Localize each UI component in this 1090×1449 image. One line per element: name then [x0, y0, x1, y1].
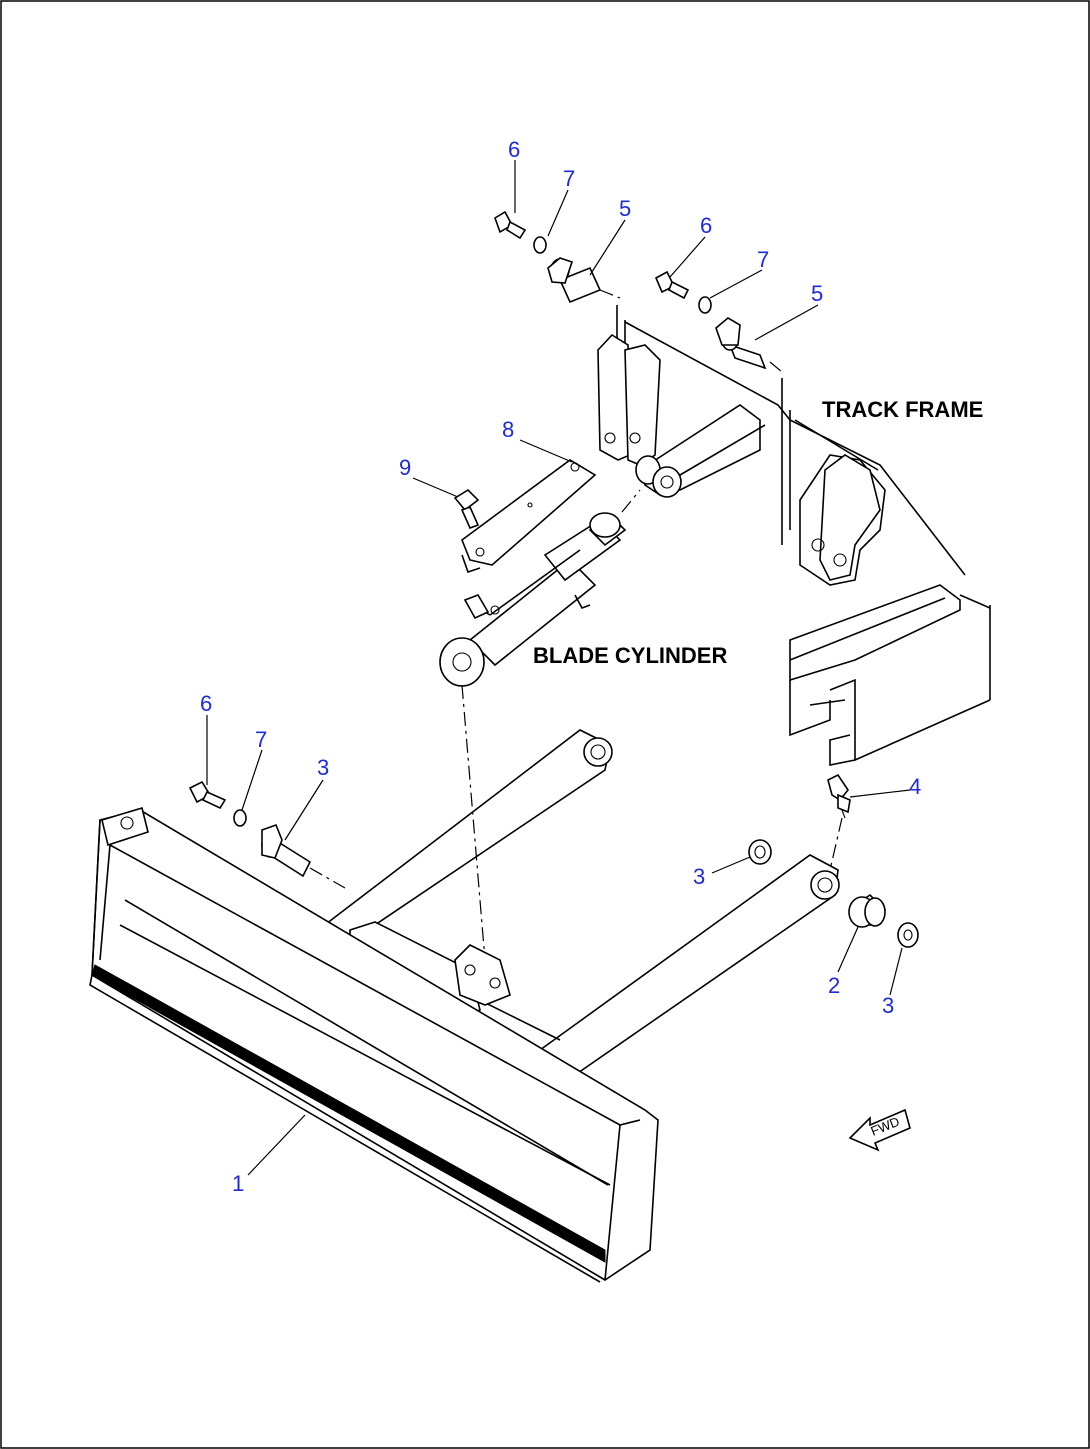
callout-7: 7 — [255, 727, 267, 752]
callout-6: 6 — [200, 691, 212, 716]
blade-cylinder — [439, 459, 627, 687]
pin-5-upper-right — [715, 317, 767, 370]
callout-4: 4 — [909, 774, 921, 799]
washer-7-upper-left — [533, 236, 547, 254]
callout-1: 1 — [232, 1171, 244, 1196]
pin-5-upper — [547, 257, 602, 304]
callout-2: 2 — [828, 973, 840, 998]
callout-3: 3 — [317, 755, 329, 780]
callout-8: 8 — [502, 417, 514, 442]
pin-3-left — [261, 823, 312, 878]
bolt-6-upper-left — [494, 210, 527, 240]
bushing-2 — [848, 893, 887, 928]
callout-7: 7 — [757, 247, 769, 272]
callout-9: 9 — [399, 455, 411, 480]
bolt-6-upper-right — [654, 270, 690, 300]
callout-6: 6 — [508, 137, 520, 162]
callout-3: 3 — [882, 993, 894, 1018]
washer-7-left — [233, 809, 247, 827]
callout-5: 5 — [811, 281, 823, 306]
track-frame — [597, 305, 991, 766]
seal-3-upper — [748, 839, 772, 865]
forward-arrow: FWD — [848, 1108, 911, 1152]
blade-cylinder-label: BLADE CYLINDER — [533, 643, 727, 668]
leader-lines — [206, 160, 911, 1176]
callout-3: 3 — [693, 864, 705, 889]
washer-7-upper-right — [698, 296, 712, 314]
callout-5: 5 — [619, 196, 631, 221]
track-frame-label: TRACK FRAME — [822, 397, 983, 422]
blade-assembly — [89, 729, 840, 1283]
callouts: 6 7 5 6 7 5 8 9 6 7 3 4 3 2 3 1 — [200, 137, 921, 1196]
seal-3-lower — [897, 922, 919, 948]
callout-7: 7 — [563, 166, 575, 191]
bolt-6-left — [188, 780, 227, 810]
callout-6: 6 — [700, 213, 712, 238]
grease-fitting-4 — [827, 773, 851, 819]
